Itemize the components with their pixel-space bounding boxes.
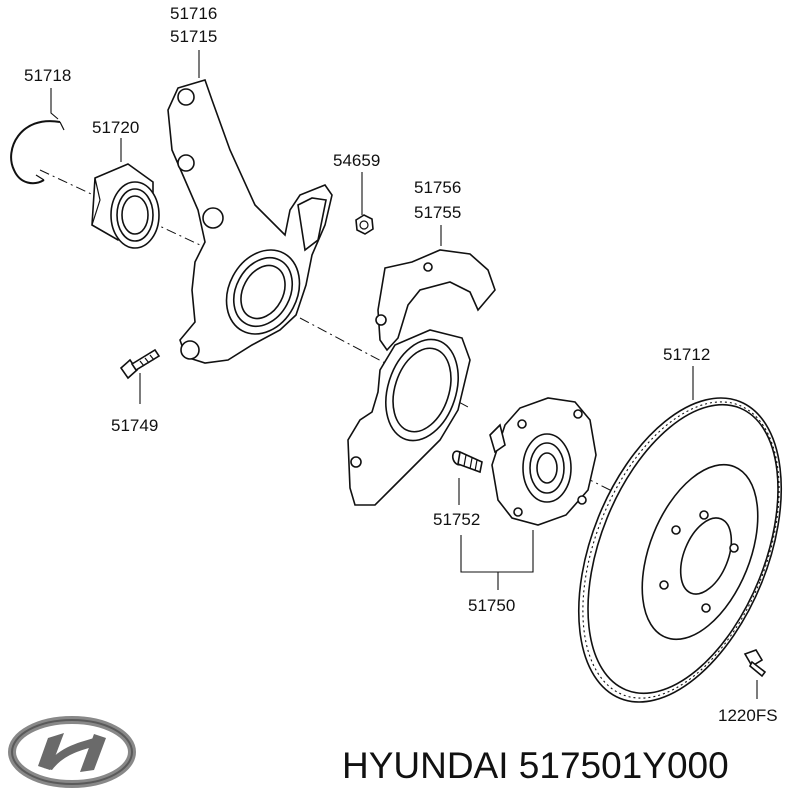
callout-51756: 51756: [414, 178, 461, 197]
hyundai-logo: [8, 716, 136, 788]
callout-51720: 51720: [92, 118, 139, 137]
callout-51716: 51716: [170, 4, 217, 23]
hub-bolt-part: [451, 450, 483, 474]
callout-51715: 51715: [170, 27, 217, 46]
callout-54659: 54659: [333, 151, 380, 170]
callout-labels: 51716 51715 51718 51720 54659 51756 5175…: [24, 4, 778, 725]
callout-51755: 51755: [414, 203, 461, 222]
steering-knuckle-part: [167, 79, 333, 364]
callout-51750: 51750: [468, 596, 515, 615]
brand-caption: HYUNDAI 517501Y000: [342, 745, 729, 786]
callout-51718: 51718: [24, 66, 71, 85]
dust-cover-part: [347, 249, 496, 506]
callout-51752: 51752: [433, 510, 480, 529]
disc-screw-part: [743, 649, 767, 678]
brake-disc-part: [577, 397, 783, 703]
callout-1220FS: 1220FS: [718, 706, 778, 725]
leader-lines: [50, 50, 758, 699]
hub-assembly-part: [489, 397, 597, 526]
bearing-part: [91, 163, 160, 249]
snap-ring-part: [10, 120, 65, 185]
bolt-part: [119, 348, 161, 380]
callout-51749: 51749: [111, 416, 158, 435]
callout-51712: 51712: [663, 345, 710, 364]
nut-part: [355, 214, 374, 235]
